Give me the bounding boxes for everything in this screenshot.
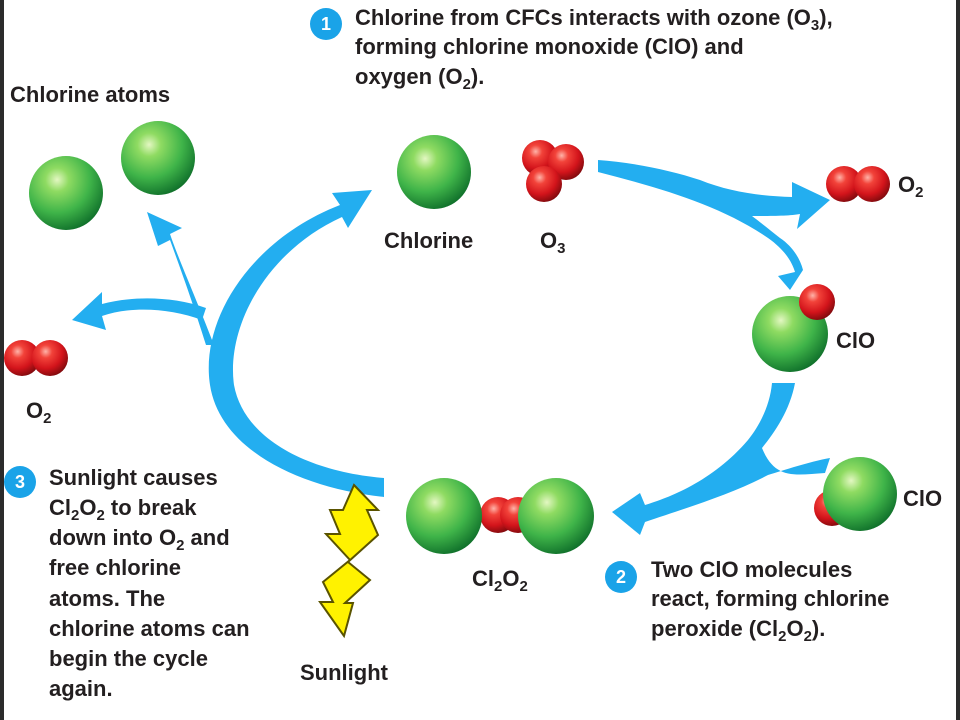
label-o2-right: O2 bbox=[898, 172, 924, 202]
label-chlorine-atoms: Chlorine atoms bbox=[10, 82, 171, 107]
step-3-line: atoms. The bbox=[49, 585, 166, 611]
clo-molecule-right bbox=[752, 284, 835, 372]
sunlight-bolt bbox=[318, 483, 381, 639]
cl2o2-molecule bbox=[406, 478, 594, 554]
step-3-line: free chlorine bbox=[49, 555, 182, 581]
step-3-line: chlorine atoms can bbox=[49, 615, 250, 641]
label-chlorine: Chlorine bbox=[384, 228, 474, 253]
label-o3: O3 bbox=[540, 228, 566, 258]
cycle-arrows bbox=[72, 160, 830, 535]
step-3-line: again. bbox=[49, 675, 113, 701]
step-3-text: Sunlight causes Cl2O2 to break down into… bbox=[49, 463, 250, 704]
step-3-line: begin the cycle bbox=[49, 645, 208, 671]
step-3-badge: 3 bbox=[4, 466, 36, 498]
label-clo-bottom: ClO bbox=[903, 486, 943, 511]
arrow-cl2o2-to-chlorine bbox=[208, 190, 384, 497]
subscript: 2 bbox=[519, 578, 528, 596]
subscript: 3 bbox=[810, 17, 820, 35]
subscript: 2 bbox=[71, 507, 80, 525]
subscript: 3 bbox=[557, 240, 566, 258]
clo-molecule-bottom bbox=[814, 457, 897, 531]
step-2-line: Two ClO molecules bbox=[651, 557, 853, 582]
step-2-line: peroxide (Cl2O2). bbox=[651, 615, 826, 645]
subscript: 2 bbox=[176, 537, 185, 555]
left-edge-bar bbox=[0, 0, 4, 720]
subscript: 2 bbox=[43, 410, 52, 428]
step-2-line: react, forming chlorine bbox=[651, 586, 890, 612]
chlorine-atom-top bbox=[397, 135, 471, 209]
step-1-line: oxygen (O2). bbox=[355, 63, 485, 93]
subscript: 2 bbox=[96, 507, 105, 525]
arrow-to-o2-left bbox=[72, 292, 206, 330]
label-cl2o2: Cl2O2 bbox=[472, 566, 528, 596]
ozone-molecule bbox=[522, 140, 584, 202]
label-clo-right: ClO bbox=[836, 328, 876, 353]
subscript: 2 bbox=[462, 75, 471, 93]
arrow-to-chlorine-atoms bbox=[147, 212, 214, 345]
subscript: 2 bbox=[915, 184, 924, 202]
label-o2-left: O2 bbox=[26, 398, 52, 428]
chlorine-atom-2 bbox=[121, 121, 195, 195]
chlorine-atom-1 bbox=[29, 156, 103, 230]
o2-molecule-left bbox=[4, 340, 68, 376]
step-3-line: Cl2O2 to break bbox=[49, 495, 197, 525]
step-1-text: Chlorine from CFCs interacts with ozone … bbox=[355, 3, 833, 93]
arrow-chlorine-to-clo bbox=[598, 160, 830, 290]
step-2-text: Two ClO molecules react, forming chlorin… bbox=[651, 555, 890, 645]
subscript: 2 bbox=[494, 578, 503, 596]
o2-molecule-right bbox=[826, 166, 890, 202]
step-1-line: forming chlorine monoxide (ClO) and bbox=[355, 34, 744, 60]
step-2-badge: 2 bbox=[605, 561, 637, 593]
step-3-line: Sunlight causes bbox=[49, 465, 218, 490]
right-edge-bar bbox=[956, 0, 960, 720]
step-1-badge: 1 bbox=[310, 8, 342, 40]
step-1-line: Chlorine from CFCs interacts with ozone … bbox=[355, 5, 833, 35]
subscript: 2 bbox=[803, 627, 812, 645]
arrow-clo-to-cl2o2 bbox=[612, 383, 830, 535]
step-3-line: down into O2 and bbox=[49, 525, 230, 555]
label-sunlight: Sunlight bbox=[300, 660, 388, 685]
subscript: 2 bbox=[778, 627, 787, 645]
